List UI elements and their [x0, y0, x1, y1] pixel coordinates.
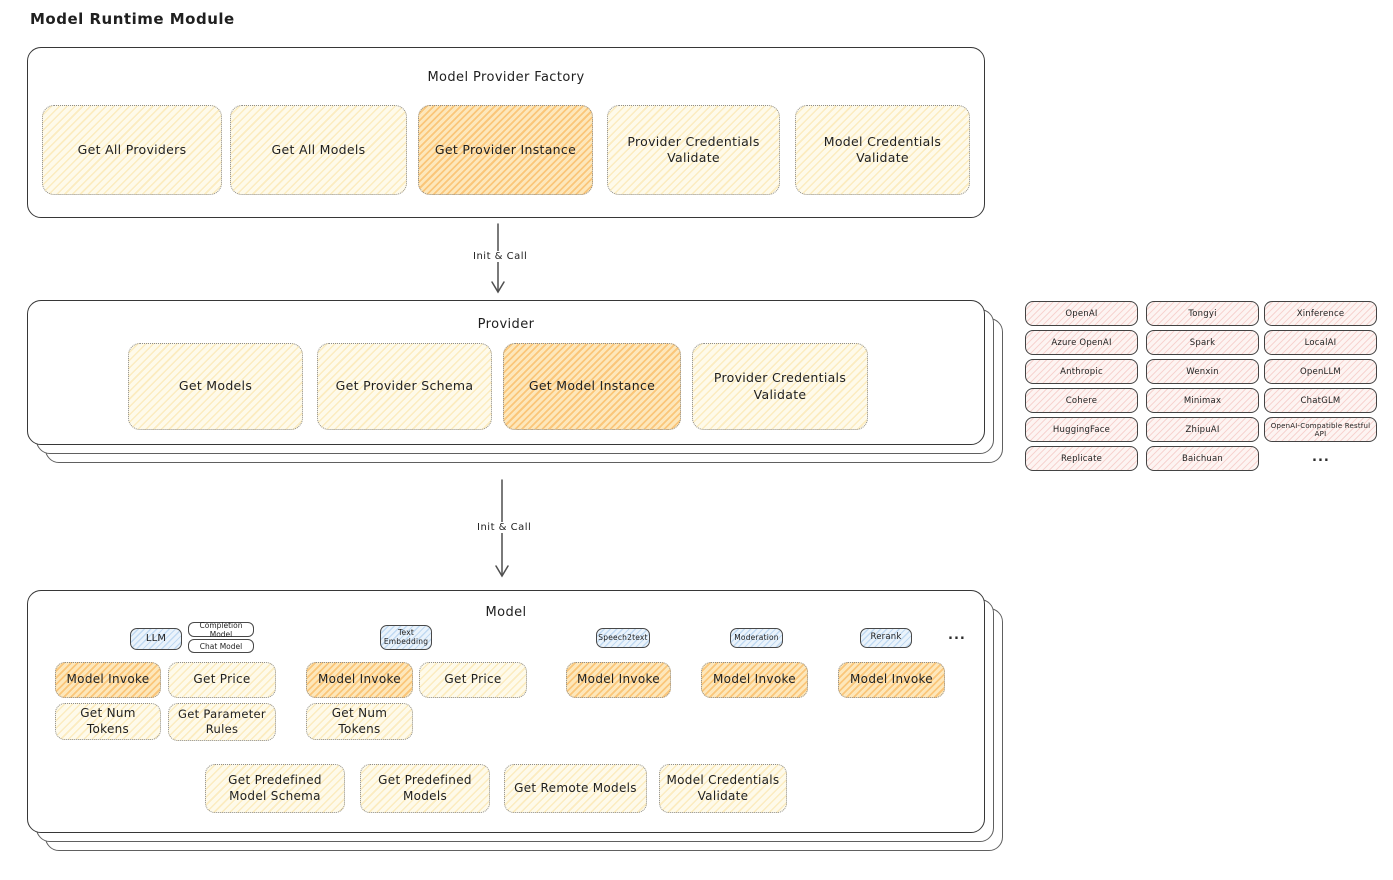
- providers-more-ellipsis: ...: [1312, 450, 1330, 465]
- factory-button-get-all-models: Get All Models: [230, 105, 407, 195]
- factory-title: Model Provider Factory: [427, 70, 585, 85]
- arrow2-label: Init & Call: [474, 522, 535, 533]
- provider-chip-zhipuai: ZhipuAI: [1146, 417, 1259, 442]
- tab-speech2text: Speech2text: [596, 628, 650, 648]
- tab-text-embedding: Text Embedding: [380, 625, 432, 650]
- moderation-model-invoke-button: Model Invoke: [701, 662, 808, 698]
- tab-moderation: Moderation: [730, 628, 783, 648]
- llm-get-parameter-rules-button: Get Parameter Rules: [168, 703, 276, 741]
- llm-model-invoke-button: Model Invoke: [55, 662, 161, 698]
- provider-chip-anthropic: Anthropic: [1025, 359, 1138, 384]
- page-title: Model Runtime Module: [30, 10, 235, 28]
- embedding-get-num-tokens-button: Get Num Tokens: [306, 703, 413, 740]
- provider-chip-cohere: Cohere: [1025, 388, 1138, 413]
- provider-chip-chatglm: ChatGLM: [1264, 388, 1377, 413]
- get-predefined-model-schema-button: Get Predefined Model Schema: [205, 764, 345, 813]
- speech2text-model-invoke-button: Model Invoke: [566, 662, 671, 698]
- model-credentials-validate-button: Model Credentials Validate: [659, 764, 787, 813]
- provider-button-get-model-instance: Get Model Instance: [503, 343, 681, 430]
- embedding-get-price-button: Get Price: [419, 662, 527, 698]
- provider-chip-minimax: Minimax: [1146, 388, 1259, 413]
- provider-chip-huggingface: HuggingFace: [1025, 417, 1138, 442]
- model-title: Model: [485, 605, 527, 620]
- provider-chip-azure-openai: Azure OpenAI: [1025, 330, 1138, 355]
- provider-chip-openllm: OpenLLM: [1264, 359, 1377, 384]
- provider-chip-xinference: Xinference: [1264, 301, 1377, 326]
- provider-chip-baichuan: Baichuan: [1146, 446, 1259, 471]
- llm-get-num-tokens-button: Get Num Tokens: [55, 703, 161, 740]
- provider-chip-spark: Spark: [1146, 330, 1259, 355]
- provider-title: Provider: [477, 317, 535, 332]
- provider-chip-openai: OpenAI: [1025, 301, 1138, 326]
- provider-chip-tongyi: Tongyi: [1146, 301, 1259, 326]
- llm-get-price-button: Get Price: [168, 662, 276, 698]
- factory-button-get-provider-instance: Get Provider Instance: [418, 105, 593, 195]
- label-chat-model: Chat Model: [188, 639, 254, 653]
- tabs-more-ellipsis: ...: [948, 628, 966, 643]
- embedding-model-invoke-button: Model Invoke: [306, 662, 413, 698]
- get-remote-models-button: Get Remote Models: [504, 764, 647, 813]
- provider-button-get-provider-schema: Get Provider Schema: [317, 343, 492, 430]
- rerank-model-invoke-button: Model Invoke: [838, 662, 945, 698]
- tab-rerank: Rerank: [860, 628, 912, 648]
- provider-chip-openai-compatible: OpenAI-Compatible Restful API: [1264, 417, 1377, 442]
- provider-chip-wenxin: Wenxin: [1146, 359, 1259, 384]
- factory-button-provider-credentials-validate: Provider Credentials Validate: [607, 105, 780, 195]
- arrow1-label: Init & Call: [470, 251, 531, 262]
- provider-button-provider-credentials-validate: Provider Credentials Validate: [692, 343, 868, 430]
- provider-button-get-models: Get Models: [128, 343, 303, 430]
- provider-chip-localai: LocalAI: [1264, 330, 1377, 355]
- get-predefined-models-button: Get Predefined Models: [360, 764, 490, 813]
- label-completion-model: Completion Model: [188, 621, 254, 639]
- tab-llm: LLM: [130, 628, 182, 650]
- factory-button-get-all-providers: Get All Providers: [42, 105, 222, 195]
- factory-button-model-credentials-validate: Model Credentials Validate: [795, 105, 970, 195]
- provider-chip-replicate: Replicate: [1025, 446, 1138, 471]
